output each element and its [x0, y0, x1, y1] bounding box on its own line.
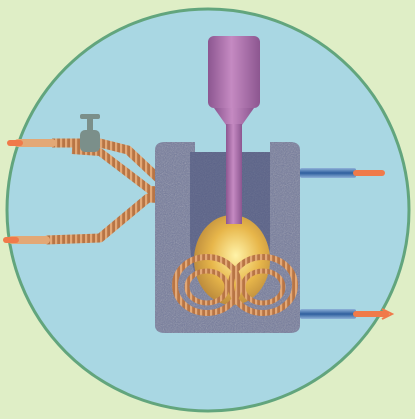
lower-outlet-pipe [300, 309, 356, 319]
valve-handle-icon [80, 114, 100, 119]
piston-rod [226, 124, 242, 224]
valve-body-icon [80, 130, 100, 152]
piston-head [208, 36, 260, 108]
upper-outlet-pipe [300, 168, 356, 178]
valve-stem-icon [87, 118, 93, 132]
